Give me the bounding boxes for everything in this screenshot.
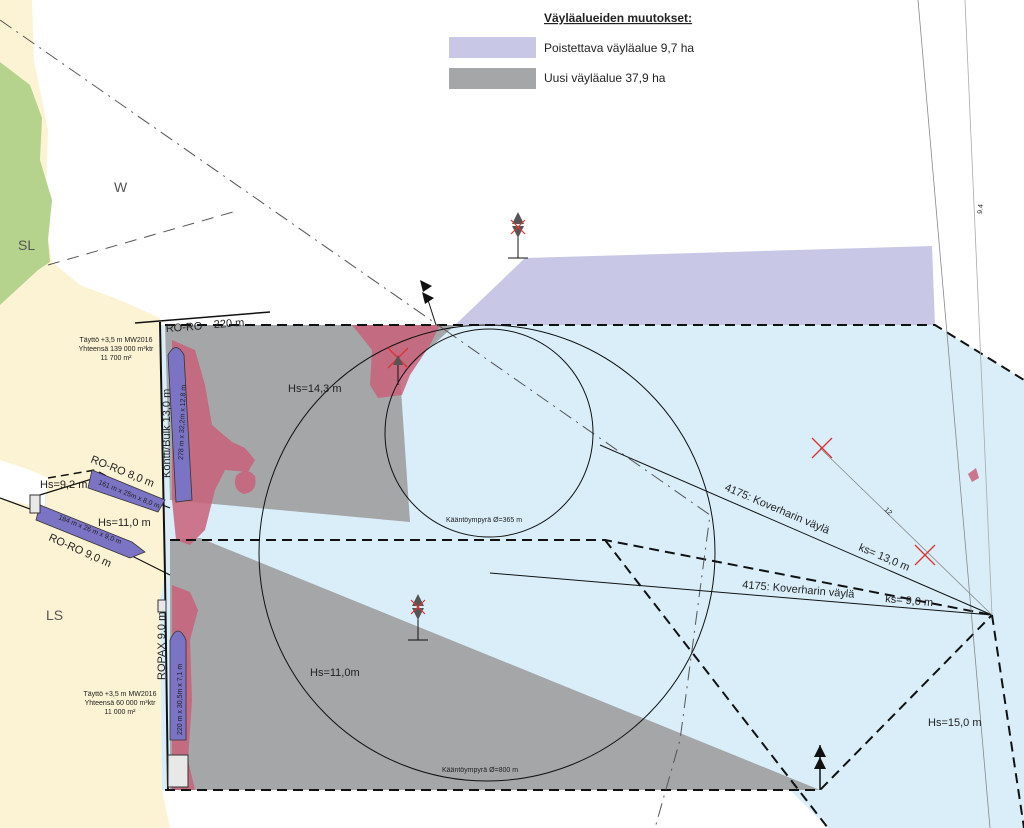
turning-circle-small-label: Kääntöympyrä Ø=365 m xyxy=(446,517,522,524)
new-fairway-area-lower xyxy=(170,538,820,790)
turning-circle-large-label: Kääntöympyrä Ø=800 m xyxy=(442,767,518,774)
depth-label: Hs=14,3 m xyxy=(288,383,342,395)
land-green xyxy=(0,62,52,305)
shallow-area-west-quay xyxy=(172,340,255,545)
beacon-icon xyxy=(393,355,403,385)
boundary-line-east xyxy=(917,0,991,828)
shallow-area-east xyxy=(968,468,979,482)
fairway-boundary-inner-south xyxy=(604,539,829,828)
mark-label: 12 xyxy=(883,506,894,517)
depth-label: Hs=15,0 m xyxy=(928,717,982,729)
quay-structure-ropax xyxy=(167,754,189,788)
area-label-w: W xyxy=(114,179,128,195)
legend: Väyläalueiden muutokset: Poistettava väy… xyxy=(449,11,694,89)
depth-label: Hs=11,0 m xyxy=(98,517,151,529)
removed-fairway-area xyxy=(455,246,935,325)
boundary-dash-dot-1 xyxy=(0,19,446,331)
ship-2 xyxy=(87,469,166,513)
quay-structure-west xyxy=(29,494,41,514)
boundary-line-east-2 xyxy=(964,0,993,616)
boundary-dash-dot-2 xyxy=(444,329,711,828)
quay-label-roro-top-length: 220 m xyxy=(213,317,244,331)
boundary-dashed-w xyxy=(47,209,241,266)
turning-circle-small xyxy=(384,328,594,538)
legend-label-new: Uusi väyläalue 37,9 ha xyxy=(544,71,666,85)
ship-3 xyxy=(35,504,146,559)
legend-label-removed: Poistettava väyläalue 9,7 ha xyxy=(544,41,694,55)
fairway-boundary-east xyxy=(991,614,1024,828)
beacon-icon xyxy=(408,594,428,641)
ship-label: 278 m x 32,2m x 12,8 m xyxy=(178,385,188,460)
direction-mark-icon xyxy=(420,280,437,326)
area-label-ls: LS xyxy=(46,607,63,623)
depth-label: Hs=11,0m xyxy=(310,667,360,679)
quay-label-roro-top: RO-RO xyxy=(165,320,203,335)
shallow-area-west-quay-dot xyxy=(235,471,256,494)
quay-label-kontti: Kontti/Bulk 13,0 m xyxy=(161,389,173,478)
ship-1 xyxy=(167,347,193,503)
legend-title: Väyläalueiden muutokset: xyxy=(544,11,692,25)
area-label-sl: SL xyxy=(18,237,35,253)
ship-label: 220 m x 30,5m x 7,1 m xyxy=(177,664,184,735)
quay-label-ropax: ROPAX 9,0 m xyxy=(156,612,168,680)
mark-label: 9.4 xyxy=(977,204,985,214)
depth-label: Hs=9,2 m xyxy=(40,479,87,491)
quay-roro-top xyxy=(134,311,271,324)
ship-4 xyxy=(169,630,187,741)
fairway-boundary-south xyxy=(165,614,993,791)
legend-swatch-new xyxy=(449,68,536,89)
turning-circle-large xyxy=(258,324,716,782)
quay-line-main xyxy=(159,321,169,791)
fairway-boundary-north xyxy=(165,324,1024,381)
fairway-line-12 xyxy=(819,447,993,616)
quay-structure-ropax-top xyxy=(157,599,167,613)
fairway-9-depth: ks= 9,0 m xyxy=(885,593,934,609)
removed-mark-2 xyxy=(811,437,833,459)
fairway-line-13 xyxy=(599,444,993,616)
beacon-icon xyxy=(508,212,528,259)
fairway-line-9 xyxy=(489,572,993,616)
legend-swatch-removed xyxy=(449,37,536,58)
removed-mark-3 xyxy=(914,544,936,566)
leading-mark-icon xyxy=(814,745,826,790)
